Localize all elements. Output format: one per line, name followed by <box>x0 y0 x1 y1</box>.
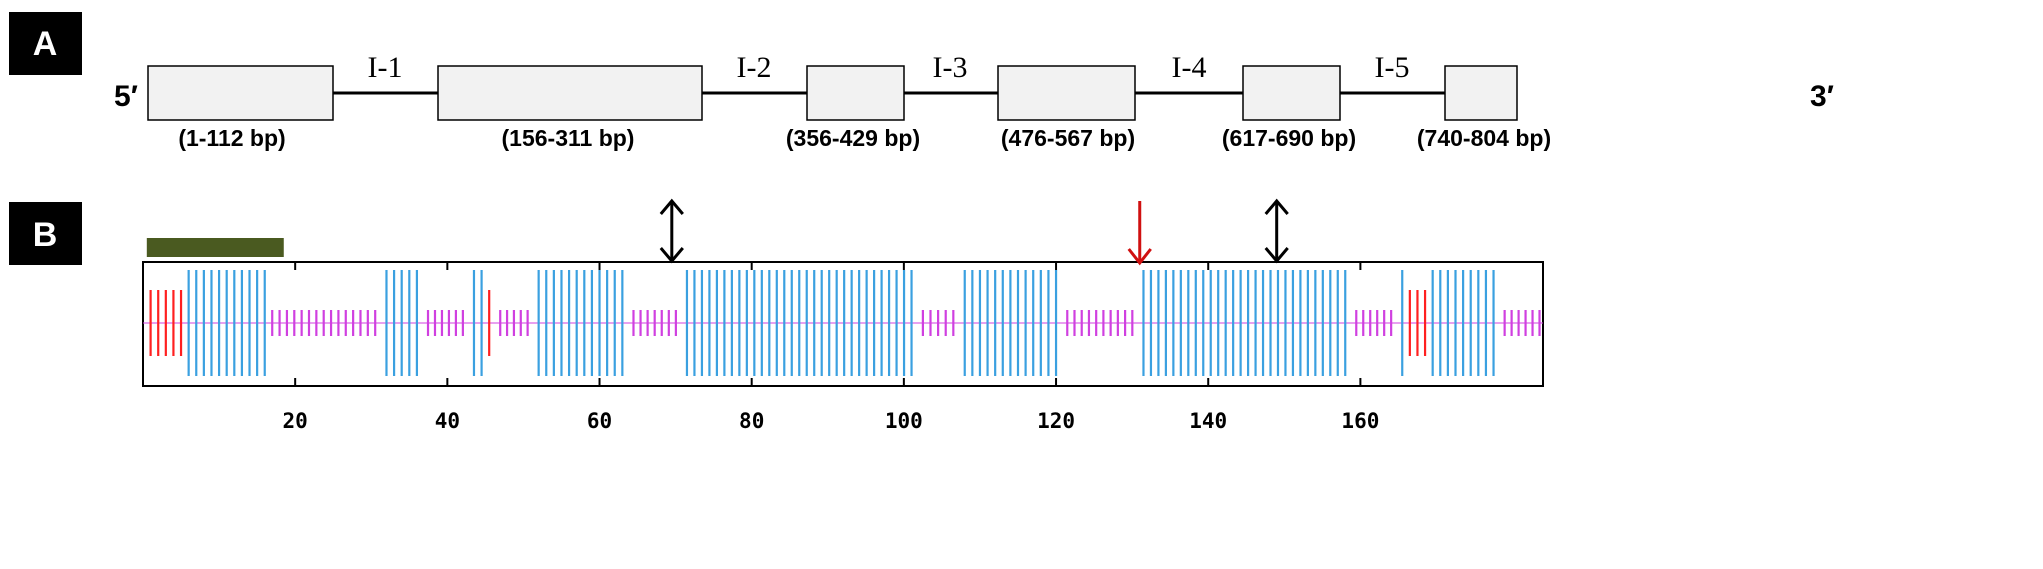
exon-2-box <box>437 65 703 121</box>
tick-label-40: 40 <box>435 409 460 433</box>
double-arrow-2 <box>1264 198 1289 264</box>
double-arrow-head-down <box>1264 247 1289 264</box>
exon-1-range: (1-112 bp) <box>178 125 285 151</box>
exon-5-range: (617-690 bp) <box>1222 125 1356 151</box>
segment-strand-5 <box>472 270 483 376</box>
segment-helix-17 <box>1408 290 1427 356</box>
exon-5-box <box>1242 65 1341 121</box>
segment-coil-19 <box>1503 310 1541 336</box>
segment-coil-2 <box>271 310 377 336</box>
exon-3-range: (356-429 bp) <box>786 125 920 151</box>
signal-peptide-bar <box>146 238 284 257</box>
segment-strand-18 <box>1431 270 1495 376</box>
three-prime-label: 3′ <box>1810 80 1834 113</box>
tick-label-160: 160 <box>1341 409 1379 433</box>
x-axis-ticks: 20 40 60 80 100 120 140 160 <box>283 262 1379 433</box>
panel-b-badge <box>9 202 82 265</box>
panel-a-badge <box>9 12 82 75</box>
segment-coil-13 <box>1066 310 1134 336</box>
tick-label-60: 60 <box>587 409 612 433</box>
segment-strand-3 <box>385 270 419 376</box>
intron-2-label: I-2 <box>737 51 772 84</box>
double-arrow-head-up <box>659 198 684 215</box>
segment-coil-11 <box>921 310 955 336</box>
segment-coil-15 <box>1355 310 1393 336</box>
panel-a-letter: A <box>33 25 58 63</box>
exon-4-range: (476-567 bp) <box>1001 125 1135 151</box>
segment-strand-12 <box>963 270 1058 376</box>
exon-6-range: (740-804 bp) <box>1417 125 1551 151</box>
five-prime-label: 5′ <box>114 80 138 113</box>
segment-helix-0 <box>149 290 183 356</box>
exon-6-box <box>1444 65 1518 121</box>
tick-label-20: 20 <box>283 409 308 433</box>
exon-1-box <box>147 65 334 121</box>
tick-label-80: 80 <box>739 409 764 433</box>
segment-strand-8 <box>537 270 624 376</box>
exon-4-box <box>997 65 1136 121</box>
panel-a: A 5′ 3′ I-1 I-2 I-3 I-4 I-5 (1-112 bp) (… <box>9 12 1834 151</box>
down-arrow-head <box>1127 248 1152 266</box>
panel-b-letter: B <box>33 216 58 254</box>
exon-3-box <box>806 65 905 121</box>
double-arrow-0 <box>659 198 684 264</box>
panel-b: B 20 40 60 80 100 120 140 160 <box>9 198 1544 433</box>
double-arrow-head-up <box>1264 198 1289 215</box>
structure-marks <box>146 238 1541 376</box>
segment-coil-4 <box>426 310 464 336</box>
intron-5-label: I-5 <box>1375 51 1410 84</box>
segment-strand-14 <box>1142 270 1347 376</box>
tick-label-120: 120 <box>1037 409 1075 433</box>
exon-2-range: (156-311 bp) <box>502 125 635 151</box>
structure-arrows <box>659 198 1289 266</box>
tick-label-140: 140 <box>1189 409 1227 433</box>
segment-coil-9 <box>632 310 677 336</box>
intron-1-label: I-1 <box>368 51 403 84</box>
intron-3-label: I-3 <box>933 51 968 84</box>
segment-strand-10 <box>685 270 913 376</box>
tick-label-100: 100 <box>885 409 923 433</box>
segment-coil-7 <box>499 310 529 336</box>
segment-strand-1 <box>187 270 266 376</box>
intron-4-label: I-4 <box>1172 51 1207 84</box>
down-arrow-1 <box>1127 201 1152 266</box>
structure-plot-frame <box>142 261 1544 387</box>
double-arrow-head-down <box>659 247 684 264</box>
